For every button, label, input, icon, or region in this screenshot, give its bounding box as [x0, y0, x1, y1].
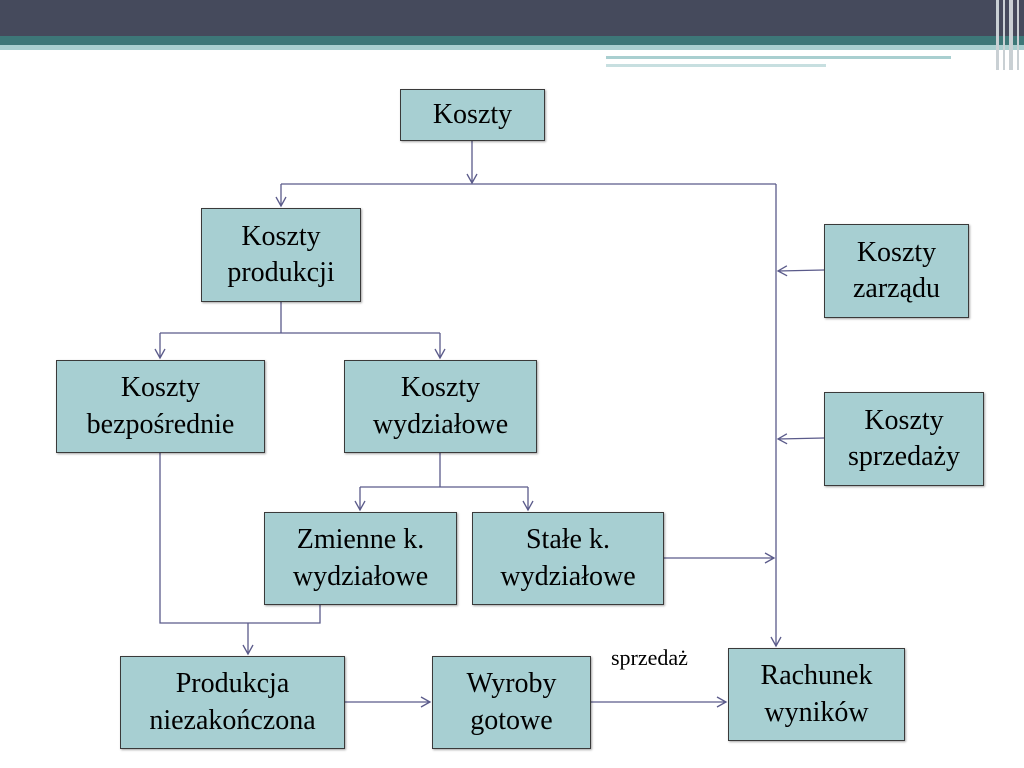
node-koszty-bezposrednie: Koszty bezpośrednie: [56, 360, 265, 453]
node-koszty-zarzadu: Koszty zarządu: [824, 224, 969, 318]
node-rachunek-wynikow: Rachunek wyników: [728, 648, 905, 741]
decorative-bars: [994, 0, 1024, 70]
header-stripe-light: [0, 45, 1024, 50]
header-banner: [0, 0, 1024, 36]
header-stripe: [0, 36, 1024, 45]
decorative-line: [606, 56, 951, 59]
node-produkcja-niezakonczona: Produkcja niezakończona: [120, 656, 345, 749]
node-koszty: Koszty: [400, 89, 545, 141]
decorative-line: [606, 64, 826, 67]
node-wyroby-gotowe: Wyroby gotowe: [432, 656, 591, 749]
node-koszty-wydzialowe: Koszty wydziałowe: [344, 360, 537, 453]
node-zmienne-k-wydzialowe: Zmienne k. wydziałowe: [264, 512, 457, 605]
node-koszty-sprzedazy: Koszty sprzedaży: [824, 392, 984, 486]
node-stale-k-wydzialowe: Stałe k. wydziałowe: [472, 512, 664, 605]
node-koszty-produkcji: Koszty produkcji: [201, 208, 361, 302]
edge-label-sprzedaz: sprzedaż: [611, 645, 688, 670]
